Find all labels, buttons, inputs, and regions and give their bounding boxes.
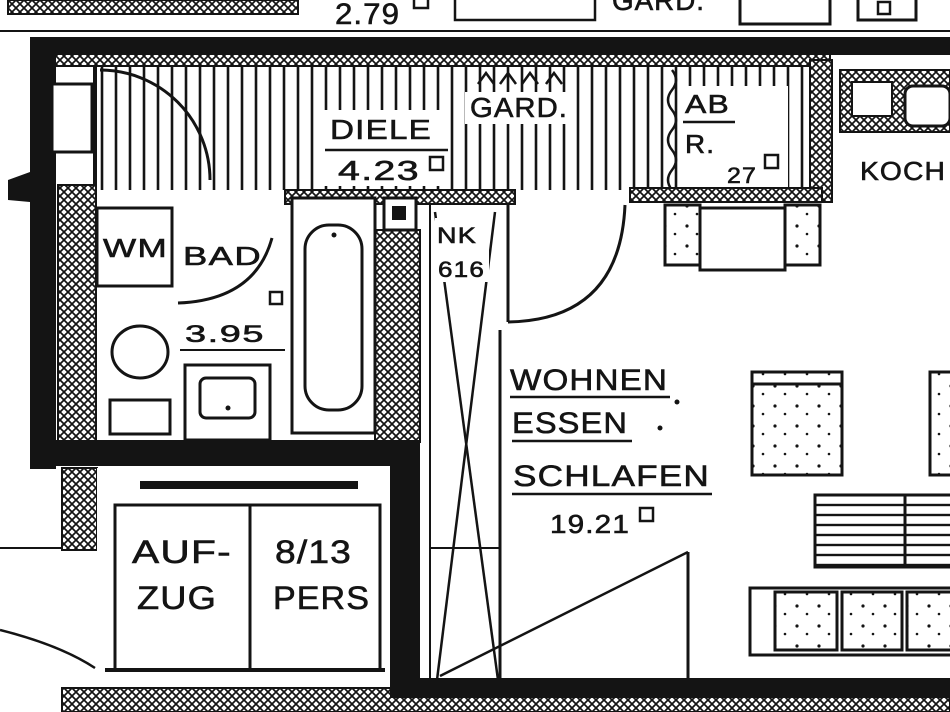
nk-label-backing [435,218,489,282]
chair-right [783,203,822,267]
abr-label-backing [680,86,788,188]
gard-name-label: GARD. [470,92,568,123]
diele-area-label: 4.23 [338,155,420,186]
abr-right-wall [809,59,833,203]
abr-area-unit-square [763,153,780,170]
elevator-left-wall [61,467,98,551]
living-room: WOHNEN ESSEN SCHLAFEN 19.21 [439,204,712,680]
bad-area-label: 3.95 [185,321,265,348]
toilet-bowl [110,324,170,380]
gard-hanger-marks [476,70,564,85]
bad-name-label: BAD [183,241,262,271]
elevator-right-wall [390,440,420,695]
schlafen-label: SCHLAFEN [513,460,710,493]
nk-name-label: NK [437,223,477,248]
kitchen-sink [903,84,950,128]
aufzug: AUF- ZUG 8/13 PERS [97,468,390,682]
outside-arc [0,628,96,670]
essen-dot [657,425,663,431]
bathtub-inner [303,223,364,412]
abr-name-label-2: R. [685,129,715,159]
bad-room: WM BAD 3.95 [95,196,418,442]
diagonal-line [439,550,689,678]
diele-label-backing [322,110,450,186]
abr-room: AB R. 27 [666,69,788,191]
elevator-door-bar [140,481,358,489]
koch-name-label: KOCH [860,156,946,186]
washing-machine-label: WM [103,233,168,263]
outside-left [0,547,96,670]
abr-curtain-line [666,69,678,191]
top-area-unit-square [412,0,430,10]
top-far-right-box [856,0,918,22]
shelf-unit [813,493,950,569]
top-mid-box [453,0,597,22]
wohnen-area-unit-square [638,506,655,523]
top-outer-wall [30,37,950,55]
diele-name-label: DIELE [330,114,432,145]
sink-drain [225,405,231,411]
structural-walls [8,37,950,698]
kitchen-counter-inner [851,81,893,117]
top-room-label: GARD. [612,0,705,16]
bad-small-square [268,290,284,306]
bath-bottom-wall [40,440,420,466]
bench-cushion-3 [905,590,950,652]
gard-label-backing [465,92,575,124]
bench-cushion-1 [773,590,839,652]
aufzug-label-1: AUF- [132,534,232,570]
bed-left [750,370,844,477]
nk-number-label: 616 [438,257,485,282]
wohnen-area-label: 19.21 [550,509,630,539]
top-far-right-square [876,0,892,16]
chair-left [663,203,702,267]
bad-door-swing [177,237,274,305]
top-left-hatch [7,0,299,15]
bench-cushion-2 [840,590,904,652]
washing-machine-box [95,206,174,288]
bed-right [928,370,950,477]
aufzug-label-2: ZUG [137,580,217,616]
left-inner-wall [57,184,97,443]
shaft-box-fill [392,206,406,220]
wohnen-dot [674,399,680,405]
toilet-tank [108,398,172,436]
aufzug-capacity-2: PERS [273,580,370,616]
wohnen-label: WOHNEN [510,364,668,397]
dining-table [698,206,787,272]
sink-basin [198,376,257,420]
entrance-niche [50,82,94,154]
diele-door-swing [99,68,212,181]
top-area-label: 2.79 [335,0,400,31]
abr-name-label-1: AB [685,89,730,119]
nk-room: NK 616 [429,205,502,682]
entrance-jamb [8,172,30,202]
top-neighbour-fragment: 2.79 GARD. [0,0,950,32]
bottom-outer-wall [390,678,950,698]
bathtub-drain [331,232,337,238]
aufzug-capacity-1: 8/13 [275,534,352,570]
essen-label: ESSEN [512,407,628,440]
diele-area-unit-square [428,155,445,172]
top-right-box [738,0,832,26]
bath-nk-wall [374,229,421,443]
nk-cross-line-2 [435,211,497,681]
living-door-swing [507,204,627,324]
kitchen-room: KOCH [839,69,950,186]
diele-bottom-wall-right [629,187,823,203]
furniture [663,203,950,657]
abr-area-label: 27 [727,163,757,188]
